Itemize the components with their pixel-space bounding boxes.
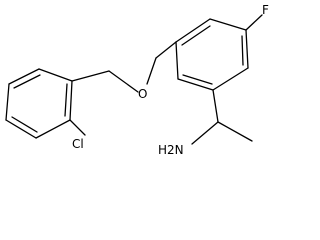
double-bond-inner	[13, 74, 41, 89]
bond	[245, 14, 263, 31]
bond	[5, 119, 37, 139]
amine-label: H2N	[158, 143, 184, 157]
double-bond-inner	[182, 74, 213, 85]
bond	[35, 119, 71, 139]
chemical-structure-diagram: F O Cl H2N	[5, 3, 269, 157]
bond	[175, 18, 211, 43]
double-bond-inner	[241, 35, 244, 66]
bond	[245, 29, 249, 69]
oxygen-label: O	[138, 87, 147, 101]
bond	[5, 83, 10, 121]
bond	[175, 41, 179, 80]
bond	[212, 67, 249, 91]
bond	[71, 70, 110, 82]
bond	[177, 78, 214, 91]
bond	[209, 18, 247, 31]
bond	[8, 68, 40, 85]
bond	[217, 121, 253, 142]
fluorophenyl-ring	[175, 18, 249, 91]
double-bond-inner	[181, 25, 211, 46]
bond	[155, 41, 177, 59]
double-bond-inner	[11, 116, 38, 133]
bond	[146, 57, 157, 85]
fluorine-label: F	[262, 3, 269, 17]
bond	[212, 89, 219, 123]
bond	[38, 68, 73, 82]
chlorophenyl-ring	[5, 68, 110, 139]
bond	[191, 121, 219, 145]
double-bond-inner	[64, 83, 68, 117]
bond	[108, 70, 139, 93]
chlorine-label: Cl	[72, 137, 84, 151]
bond	[69, 80, 73, 121]
bond	[69, 119, 86, 136]
